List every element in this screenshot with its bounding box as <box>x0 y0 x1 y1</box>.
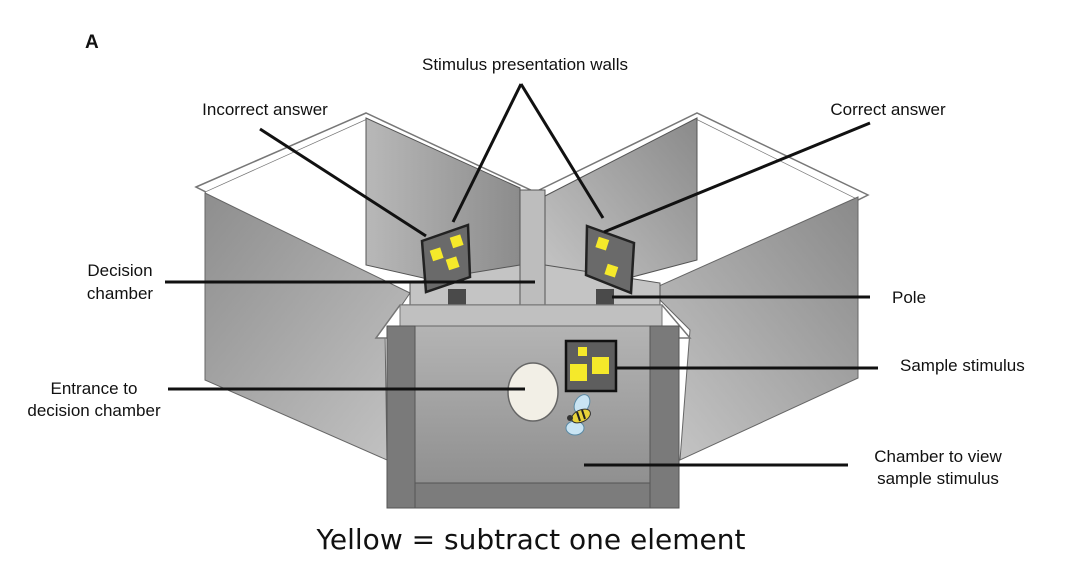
sample-stimulus <box>564 339 618 393</box>
label-correct-answer: Correct answer <box>830 100 946 119</box>
stimulus-element <box>578 347 587 356</box>
panel-label: A <box>85 32 99 53</box>
leader-walls-right <box>519 83 605 219</box>
stimulus-element <box>595 236 610 251</box>
stimulus-element <box>604 263 619 278</box>
stimulus-element <box>570 364 587 381</box>
stimulus-element <box>429 247 444 262</box>
correct-answer-stimulus <box>584 224 636 295</box>
label-entrance-line2: decision chamber <box>27 401 161 420</box>
label-sample-stimulus: Sample stimulus <box>900 356 1025 375</box>
center-divider <box>519 189 546 311</box>
left-arm <box>194 112 537 461</box>
bee-icon <box>565 394 591 436</box>
figure-caption: Yellow = subtract one element <box>316 523 746 556</box>
entrance-hole <box>507 362 559 422</box>
stimulus-element <box>445 256 460 271</box>
incorrect-answer-stimulus <box>420 223 472 294</box>
pole-left <box>448 289 466 305</box>
label-pole: Pole <box>892 288 926 307</box>
leader-walls-left <box>451 83 523 223</box>
right-arm <box>533 112 870 461</box>
leader-correct <box>603 121 871 234</box>
label-stimulus-walls: Stimulus presentation walls <box>422 55 628 74</box>
label-entrance-line1: Entrance to <box>51 379 138 398</box>
label-view-chamber-line1: Chamber to view <box>874 447 1002 466</box>
pole-right <box>596 289 614 305</box>
label-decision-line2: chamber <box>87 284 153 303</box>
label-decision-line1: Decision <box>87 261 152 280</box>
stimulus-element <box>449 234 464 249</box>
label-view-chamber-line2: sample stimulus <box>877 469 999 488</box>
label-incorrect-answer: Incorrect answer <box>202 100 328 119</box>
leader-incorrect <box>259 127 427 238</box>
stimulus-element <box>592 357 609 374</box>
